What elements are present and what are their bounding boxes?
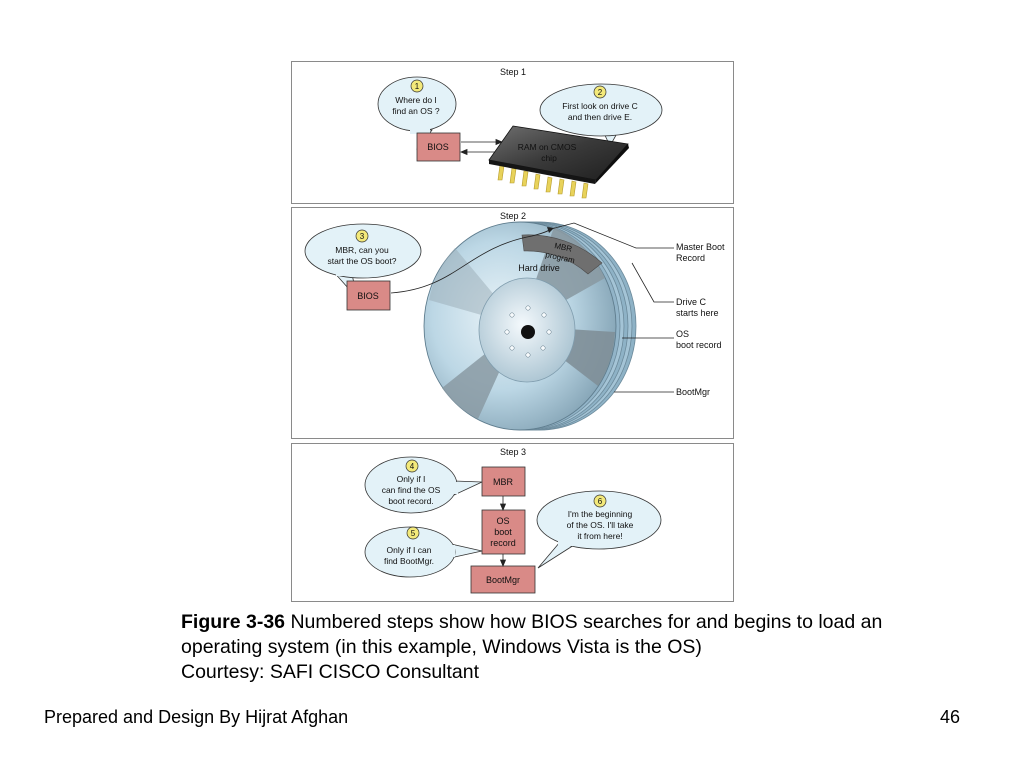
svg-text:BIOS: BIOS [427, 142, 449, 152]
step-badge-6 [593, 494, 607, 508]
chip-pins [497, 164, 589, 199]
slide-number: 46 [940, 707, 961, 727]
bios-box: BIOS [346, 280, 391, 311]
svg-text:record: record [490, 538, 516, 548]
bubble5-line1: Only if I can [387, 545, 432, 555]
bootmgr-box: BootMgr [470, 565, 536, 594]
bubble4-line2: can find the OS [382, 485, 441, 495]
svg-text:2: 2 [598, 88, 603, 97]
bubble4-line1: Only if I [397, 474, 426, 484]
step-badge-4 [405, 459, 419, 473]
speech-bubble-2: 2 First look on drive C and then drive E… [539, 83, 663, 147]
step-badge-2 [593, 85, 607, 99]
svg-text:6: 6 [598, 497, 603, 506]
svg-text:1: 1 [415, 82, 420, 91]
svg-text:OS: OS [496, 516, 509, 526]
speech-bubble-6: 6 I'm the beginning of the OS. I'll take… [536, 490, 662, 569]
svg-text:4: 4 [410, 462, 415, 471]
bubble6-line2: of the OS. I'll take [567, 520, 634, 530]
callout-drive-c-line1: Drive C [676, 297, 707, 307]
svg-text:5: 5 [411, 529, 416, 538]
bubble3-line2: start the OS boot? [328, 256, 397, 266]
bios-box: BIOS [416, 132, 461, 162]
speech-bubble-5: 5 Only if I can find BootMgr. [364, 526, 483, 578]
speech-bubble-1: 1 Where do I find an OS ? [377, 76, 457, 151]
step2-panel: Step 2 3 MBR, can you start the OS boot?… [291, 207, 734, 439]
callout-drive-c-line2: starts here [676, 308, 719, 318]
callout-master-boot-record-line2: Record [676, 253, 705, 263]
bubble6-line1: I'm the beginning [568, 509, 633, 519]
footer-credit: Prepared and Design By Hijrat Afghan [44, 707, 349, 727]
mbr-program-band [521, 234, 603, 275]
caption-courtesy: Courtesy: SAFI CISCO Consultant [181, 661, 480, 683]
cmos-chip: RAM on CMOS chip [488, 125, 629, 199]
bubble4-line3: boot record. [388, 496, 433, 506]
svg-text:BIOS: BIOS [357, 291, 379, 301]
callout-os-boot-record-line1: OS [676, 329, 689, 339]
chip-label-line1: RAM on CMOS [518, 142, 577, 152]
os-boot-record-box: OS boot record [481, 509, 526, 555]
step-badge-3 [355, 229, 369, 243]
bubble1-line1: Where do I [395, 95, 437, 105]
mbr-box: MBR [481, 466, 526, 497]
step3-title: Step 3 [500, 447, 526, 457]
bubble2-line1: First look on drive C [562, 101, 638, 111]
chip-label-line2: chip [541, 153, 557, 163]
step-badge-1 [410, 79, 424, 93]
hard-drive-label: Hard drive [518, 263, 560, 273]
callout-lines [550, 222, 674, 393]
svg-text:BootMgr: BootMgr [486, 575, 520, 585]
hard-drive-icon: MBR program Hard drive [423, 221, 637, 431]
bubble3-line1: MBR, can you [335, 245, 389, 255]
step2-title: Step 2 [500, 211, 526, 221]
caption-text: Numbered steps show how BIOS searches fo… [181, 611, 883, 658]
bubble2-line2: and then drive E. [568, 112, 632, 122]
figure-caption: Figure 3-36 Numbered steps show how BIOS… [181, 610, 941, 685]
bubble6-line3: it from here! [577, 531, 622, 541]
svg-text:3: 3 [360, 232, 365, 241]
step1-title: Step 1 [500, 67, 526, 77]
figure-label: Figure 3-36 [181, 611, 286, 633]
flow-arrows [499, 496, 507, 568]
svg-text:MBR: MBR [493, 477, 514, 487]
bios-to-mbr-line [390, 228, 552, 294]
speech-bubble-4: 4 Only if I can find the OS boot record. [364, 456, 483, 514]
step3-panel: Step 3 4 Only if I can find the OS boot … [291, 443, 734, 602]
bubble1-line2: find an OS ? [392, 106, 440, 116]
svg-text:boot: boot [494, 527, 512, 537]
step-badge-5 [406, 526, 420, 540]
callout-bootmgr: BootMgr [676, 387, 710, 397]
callout-os-boot-record-line2: boot record [676, 340, 722, 350]
speech-bubble-3: 3 MBR, can you start the OS boot? [304, 223, 422, 300]
callout-master-boot-record-line1: Master Boot [676, 242, 725, 252]
mbr-program-label-line1: MBR [554, 241, 573, 254]
bubble5-line2: find BootMgr. [384, 556, 434, 566]
step1-panel: Step 1 1 Where do I find an OS ? 2 First… [291, 61, 734, 204]
